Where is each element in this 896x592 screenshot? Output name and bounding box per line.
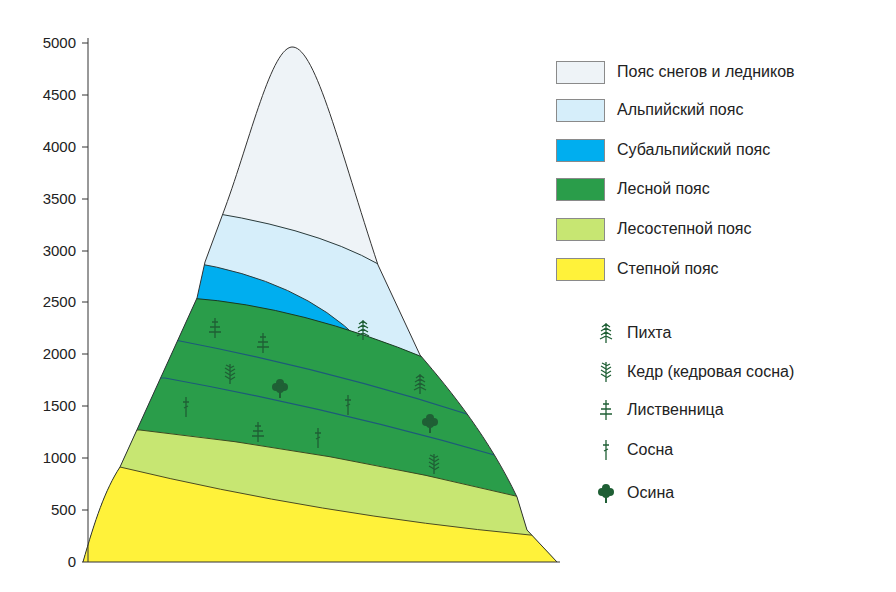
legend-label: Лесной пояс: [617, 179, 710, 198]
axis-number: 1500: [43, 397, 76, 415]
fir-icon: [600, 323, 612, 343]
steppe-belt: [0, 467, 700, 592]
forest-steppe-belt: [0, 430, 700, 592]
pine-symbol: [315, 428, 321, 448]
axis-number: 5000: [43, 34, 76, 52]
baseline: [82, 562, 560, 563]
legend-label: Лесостепной пояс: [617, 219, 752, 238]
legend-label: Степной пояс: [617, 259, 719, 278]
axis-tick: [82, 251, 88, 252]
fir-symbol: [414, 374, 426, 394]
legend-label: Кедр (кедровая сосна): [627, 362, 794, 381]
cedar-symbol: [225, 364, 235, 384]
legend-swatch: [556, 61, 605, 84]
cedar-symbol: [429, 454, 439, 474]
axis-number: 4500: [43, 86, 76, 104]
legend-label: Сосна: [627, 440, 673, 459]
axis-tick: [82, 406, 88, 407]
legend-label: Альпийский пояс: [617, 100, 743, 119]
forest-subbelt-line: [0, 340, 470, 415]
legend-swatch: [556, 99, 605, 122]
axis-tick: [82, 199, 88, 200]
larch-symbol: [209, 318, 221, 338]
larch-symbol: [252, 422, 264, 442]
legend-label: Осина: [627, 483, 674, 502]
aspen-symbol: [272, 379, 288, 398]
axis-number: 3000: [43, 242, 76, 260]
axis-tick: [82, 147, 88, 148]
mountain-outline: [83, 47, 557, 562]
axis-tick: [82, 510, 88, 511]
legend-label: Лиственница: [627, 400, 724, 419]
axis-number: 1000: [43, 449, 76, 467]
legend-swatch: [556, 258, 605, 281]
pine-symbol: [183, 397, 189, 417]
axis-number: 500: [51, 501, 76, 519]
legend-tree-icons: [598, 323, 614, 503]
subalpine-belt: [0, 262, 700, 592]
axis-tick: [82, 302, 88, 303]
cedar-icon: [601, 362, 611, 382]
axis-tick: [82, 354, 88, 355]
legend-label: Субальпийский пояс: [617, 140, 770, 159]
axis-tick: [82, 458, 88, 459]
axis-number: 2000: [43, 345, 76, 363]
legend-swatch: [556, 139, 605, 162]
alpine-belt: [0, 208, 700, 592]
tree-symbols: [183, 318, 439, 474]
larch-icon: [600, 400, 612, 420]
forest-belt: [0, 298, 700, 592]
pine-icon: [603, 440, 609, 460]
altitude-axis: [82, 38, 560, 562]
axis-number: 2500: [43, 293, 76, 311]
legend-label: Пихта: [627, 323, 671, 342]
axis-line: [88, 38, 89, 562]
aspen-icon: [598, 484, 614, 503]
larch-symbol: [257, 333, 269, 353]
fir-symbol: [357, 320, 369, 340]
legend-swatch: [556, 178, 605, 201]
legend-label: Пояс снегов и ледников: [617, 62, 795, 81]
axis-number: 4000: [43, 138, 76, 156]
axis-tick: [82, 95, 88, 96]
axis-number: 0: [68, 553, 76, 571]
axis-number: 3500: [43, 190, 76, 208]
axis-tick: [82, 43, 88, 44]
pine-symbol: [345, 395, 351, 415]
aspen-symbol: [422, 414, 438, 433]
legend-swatch: [556, 218, 605, 241]
